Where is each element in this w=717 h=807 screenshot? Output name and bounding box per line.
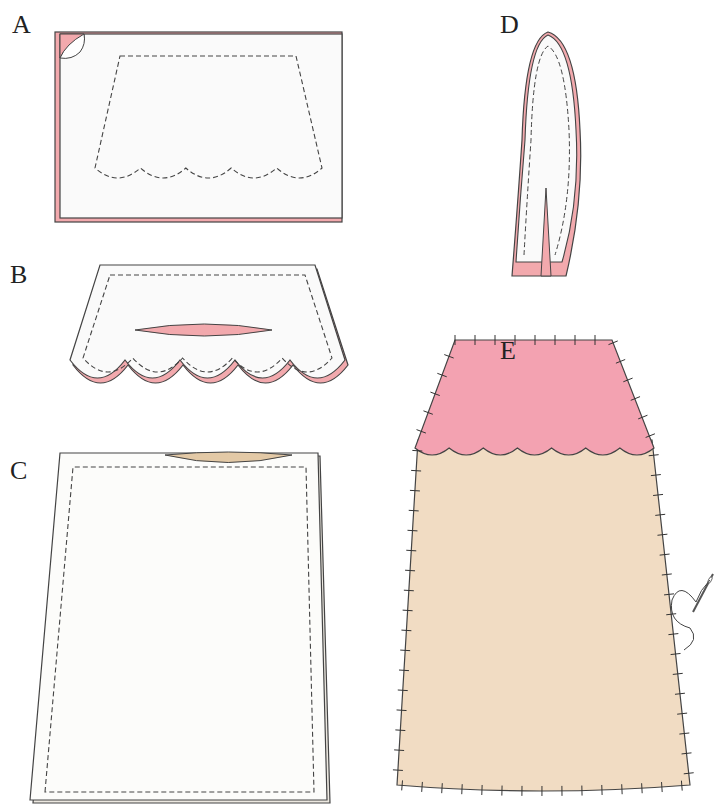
figure-letter: A [12, 12, 31, 38]
figure-letter: C [10, 458, 27, 484]
fabric-layers-a [55, 32, 342, 222]
sleeve-piece-d [512, 32, 581, 276]
stitch-guide [397, 340, 690, 791]
figure-letter: E [500, 338, 516, 364]
cut-piece-b [70, 265, 348, 383]
finished-skirt-e [393, 335, 713, 796]
skirt-piece-c [30, 452, 330, 803]
figure-letter: B [10, 262, 27, 288]
figure-letter: D [500, 12, 519, 38]
